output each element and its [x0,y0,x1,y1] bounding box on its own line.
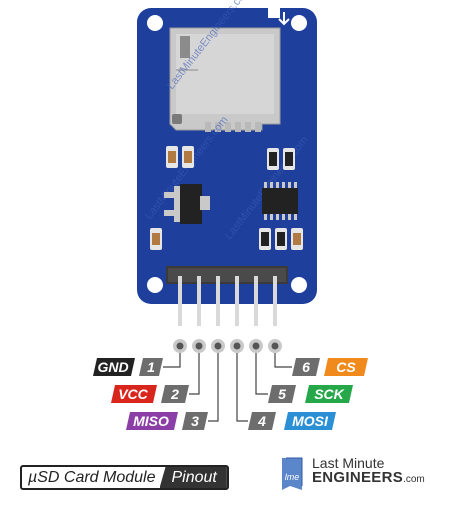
pin-number-label: 5 [278,386,286,402]
arrow-down-icon [278,12,290,26]
mounting-hole [291,15,307,31]
sd-card-slot [169,27,281,132]
pin-dot [192,339,206,353]
module-title-box: µSD Card Module Pinout [20,465,229,490]
brand-line2: ENGINEERS.com [312,470,425,486]
pin-number-label: 6 [302,359,310,375]
pin-dot [211,339,225,353]
pin-dot [268,339,282,353]
pin-number-tag [248,412,276,430]
pin-name-label: MISO [133,413,169,429]
pin-number-tag [292,358,320,376]
pin-name-tag [93,358,135,376]
brand-line1: Last Minute [312,454,385,471]
mounting-hole [291,277,307,293]
pin-dot [173,339,187,353]
brand-text: Last Minute ENGINEERS.com [312,456,425,486]
pin-name-tag [111,385,157,403]
svg-text:lme: lme [285,472,300,482]
pin-label-group-3: MISO 3 [126,412,208,430]
pin-label-group-1: GND 1 [93,358,163,376]
pin-number-tag [182,412,208,430]
pin-name-tag [284,412,336,430]
pin-number-tag [161,385,189,403]
brand: Last Minute ENGINEERS.com [280,454,425,488]
pin-label-group-2: VCC 2 [111,385,189,403]
pin-dots [173,339,282,353]
pin-name-label: CS [336,359,356,375]
brand-line2-bold: ENGINEERS [312,469,404,487]
pin-name-label: MOSI [292,413,329,429]
mounting-hole [147,277,163,293]
pin-label-group-5: 5 SCK [268,385,353,403]
brand-logo-spacer [280,454,306,488]
pin-dot [230,339,244,353]
pin-name-label: VCC [118,386,148,402]
pin-number-label: 3 [191,413,199,429]
mounting-hole [147,15,163,31]
pin-header [166,266,288,284]
pin-name-tag [126,412,178,430]
pin-name-tag [324,358,368,376]
leader-lines [163,353,292,422]
pin-dot [249,339,263,353]
pin-number-label: 2 [170,386,179,402]
smd-components [150,146,303,250]
pin-name-label: GND [97,359,128,375]
module-title: µSD Card Module [28,468,156,486]
header-pins [178,276,277,326]
pin-name-tag [305,385,353,403]
pin-number-label: 4 [257,413,266,429]
pin-number-tag [139,358,163,376]
pin-number-label: 1 [147,359,155,375]
module-subtitle: Pinout [159,467,227,488]
brand-line2-suffix: .com [403,474,425,486]
pin-name-label: SCK [314,386,344,402]
pin-number-tag [268,385,296,403]
pin-label-group-6: 6 CS [292,358,368,376]
pin-label-group-4: 4 MOSI [248,412,336,430]
lme-logo-icon: lme [282,457,303,490]
